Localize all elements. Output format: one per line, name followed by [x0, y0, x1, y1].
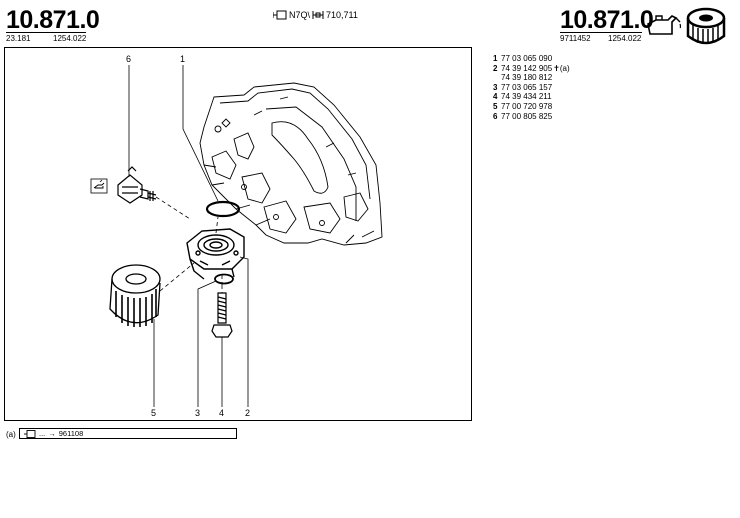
engine-variants: 710,711 — [326, 10, 358, 20]
exploded-diagram: 6 1 5 3 4 2 — [90, 54, 383, 418]
diagram-frame — [4, 47, 472, 421]
page-code-right: 10.871.0 — [560, 6, 654, 34]
callout-6: 6 — [126, 54, 131, 64]
hollow-bolt-part — [211, 292, 233, 338]
callout-3: 3 — [195, 408, 200, 418]
ref-right-b: 1254.022 — [608, 34, 642, 43]
note-dots: ... — [39, 429, 46, 438]
part-row-2b: 74 39 180 812 — [501, 73, 553, 83]
note-label: (a) — [6, 430, 16, 439]
oil-sump-drawing — [199, 82, 383, 246]
note-box: ... → 961108 — [19, 428, 237, 439]
pressure-switch-part — [117, 166, 157, 204]
note-value: 961108 — [58, 429, 84, 438]
oil-pressure-switch-icon — [90, 178, 108, 194]
callout-5: 5 — [151, 408, 156, 418]
gearbox-symbol-icon — [312, 11, 324, 19]
vehicle-number-icon — [24, 430, 36, 438]
ref-right-a: 9711452 — [560, 34, 591, 43]
engine-type-line: N7Q\ 710,711 — [273, 9, 358, 21]
assembly-guidelines — [155, 196, 223, 293]
header-rule-right — [560, 32, 642, 33]
callout-4: 4 — [219, 408, 224, 418]
callout-2: 2 — [245, 408, 250, 418]
callout-leaders — [128, 65, 249, 407]
o-ring-small — [214, 273, 234, 285]
page-code-left: 10.871.0 — [6, 6, 100, 34]
ref-left-b: 1254.022 — [53, 34, 87, 43]
arrow-icon: → — [48, 429, 56, 438]
callout-1: 1 — [180, 54, 185, 64]
o-ring-large — [205, 200, 241, 218]
engine-code: N7Q\ — [289, 10, 311, 20]
oil-filter-part — [109, 264, 161, 327]
filter-support-part — [186, 228, 245, 280]
engine-symbol-icon — [273, 10, 287, 20]
ref-left-a: 23.181 — [6, 34, 31, 43]
header-rule-left — [6, 32, 86, 33]
oil-can-and-filter-icon — [647, 7, 726, 45]
